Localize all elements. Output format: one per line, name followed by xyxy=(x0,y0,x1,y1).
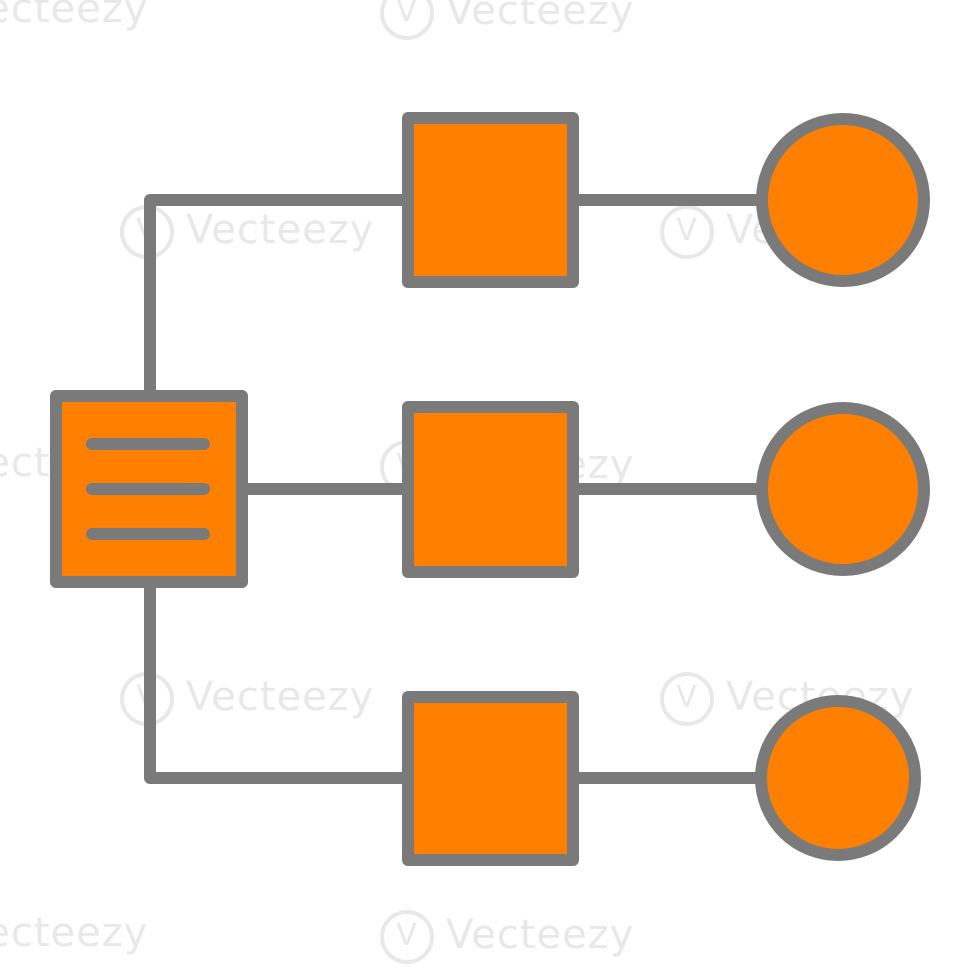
circle-node-middle xyxy=(756,402,930,576)
square-node-top xyxy=(402,112,579,288)
connector-root-to-bottom xyxy=(144,580,414,784)
square-node-middle xyxy=(402,401,579,578)
circle-node-bottom xyxy=(755,695,921,861)
document-node xyxy=(50,390,248,588)
circle-node-top xyxy=(756,113,930,287)
connector-root-to-top xyxy=(144,194,414,398)
square-node-bottom xyxy=(402,691,579,866)
